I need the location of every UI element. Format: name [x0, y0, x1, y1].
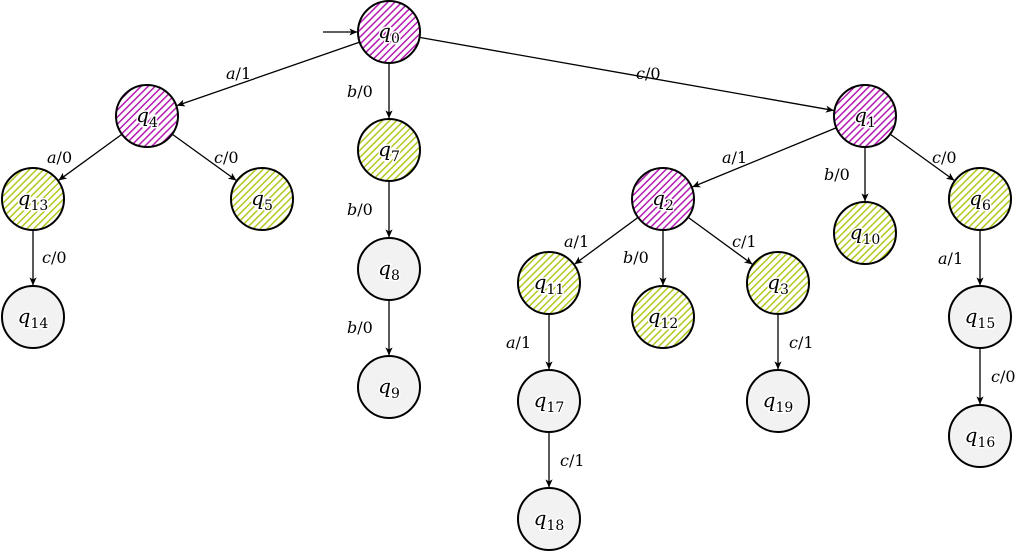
state-circle-q9	[357, 355, 421, 419]
transition-arrow-q0-q4	[176, 41, 360, 107]
transition-label-q1-q2: a/1	[722, 148, 747, 167]
state-q8: q8	[357, 237, 421, 301]
transition-label-q3-q19: c/1	[789, 333, 814, 352]
state-label-q16: q16	[965, 423, 996, 451]
state-label-q10: q10	[850, 220, 881, 248]
state-q11: q11	[517, 251, 581, 315]
state-label-q9: q9	[378, 374, 400, 402]
state-circle-q12	[631, 285, 695, 349]
transition-labels: a/1 b/0 c/0 a/0 c/0 c/0 b/0 b/0 a/1 b/0 c/0 a/1 b/0 c…	[42, 64, 1016, 470]
state-q5: q5	[230, 167, 294, 231]
states: q0 q1 q2 q3 q4 q5 q6 q7 q8 q9 q10 q11 q12 q13 q14 q15 q1…	[1, 0, 1012, 551]
state-label-q3: q3	[767, 270, 789, 298]
transition-label-q8-q9: b/0	[347, 318, 373, 337]
state-q13: q13	[1, 167, 65, 231]
state-circle-q2	[631, 167, 695, 231]
state-circle-q4	[115, 84, 179, 148]
state-label-q2: q2	[652, 186, 674, 214]
transition-arrow-q0-q1	[419, 36, 834, 113]
state-q3: q3	[746, 251, 810, 315]
state-circle-q18	[517, 487, 581, 551]
transition-label-q11-q17: a/1	[506, 333, 531, 352]
state-q10: q10	[833, 201, 897, 265]
state-label-q4: q4	[136, 103, 158, 131]
state-circle-q7	[357, 118, 421, 182]
state-q4: q4	[115, 84, 179, 148]
transition-label-q4-q5: c/0	[214, 148, 239, 167]
state-circle-q14	[1, 285, 65, 349]
transition-label-q0-q7: b/0	[347, 82, 373, 101]
transition-arrow-q1-q2	[692, 127, 837, 188]
state-label-q6: q6	[969, 186, 991, 214]
transition-label-q4-q13: a/0	[47, 148, 72, 167]
transition-label-q15-q16: c/0	[991, 367, 1016, 386]
state-circle-q16	[948, 404, 1012, 468]
state-circle-q3	[746, 251, 810, 315]
state-label-q14: q14	[18, 304, 49, 332]
transition-arrow-q4-q5	[171, 133, 237, 181]
state-label-q5: q5	[251, 186, 273, 214]
state-circle-q6	[948, 167, 1012, 231]
state-label-q1: q1	[854, 103, 876, 131]
state-q16: q16	[948, 404, 1012, 468]
state-q6: q6	[948, 167, 1012, 231]
state-q18: q18	[517, 487, 581, 551]
transition-label-q2-q12: b/0	[623, 248, 649, 267]
state-q15: q15	[948, 285, 1012, 349]
state-q17: q17	[517, 369, 581, 433]
transition-arrow-q2-q3	[687, 216, 753, 265]
transition-arrow-q1-q6	[889, 133, 955, 181]
state-circle-q15	[948, 285, 1012, 349]
state-circle-q17	[517, 369, 581, 433]
state-label-q19: q19	[763, 388, 794, 416]
state-q12: q12	[631, 285, 695, 349]
state-label-q12: q12	[648, 304, 679, 332]
state-q19: q19	[746, 369, 810, 433]
state-label-q7: q7	[378, 137, 400, 165]
state-q7: q7	[357, 118, 421, 182]
state-circle-q1	[833, 84, 897, 148]
state-q14: q14	[1, 285, 65, 349]
transition-label-q7-q8: b/0	[347, 200, 373, 219]
state-q1: q1	[833, 84, 897, 148]
state-circle-q8	[357, 237, 421, 301]
state-circle-q10	[833, 201, 897, 265]
transition-label-q1-q10: b/0	[824, 165, 850, 184]
state-circle-q13	[1, 167, 65, 231]
state-label-q15: q15	[965, 304, 996, 332]
state-label-q17: q17	[534, 388, 565, 416]
transition-label-q2-q3: c/1	[732, 232, 757, 251]
state-q9: q9	[357, 355, 421, 419]
state-circle-q11	[517, 251, 581, 315]
transition-label-q17-q18: c/1	[560, 451, 585, 470]
state-label-q0: q0	[378, 19, 400, 47]
transition-label-q6-q15: a/1	[938, 249, 963, 268]
state-circle-q0	[357, 0, 421, 64]
state-label-q13: q13	[18, 186, 49, 214]
transition-label-q0-q1: c/0	[636, 64, 661, 83]
state-q2: q2	[631, 167, 695, 231]
transition-label-q13-q14: c/0	[42, 248, 67, 267]
state-label-q8: q8	[378, 256, 400, 284]
state-circle-q19	[746, 369, 810, 433]
transitions	[29, 28, 984, 488]
state-label-q18: q18	[534, 506, 565, 534]
state-circle-q5	[230, 167, 294, 231]
transition-label-q0-q4: a/1	[226, 64, 251, 83]
transition-label-q1-q6: c/0	[932, 148, 957, 167]
transition-label-q2-q11: a/1	[564, 232, 589, 251]
state-label-q11: q11	[534, 270, 565, 298]
transition-arrow-q2-q11	[574, 216, 639, 265]
state-q0: q0	[357, 0, 421, 64]
transition-arrow-q4-q13	[58, 133, 123, 181]
